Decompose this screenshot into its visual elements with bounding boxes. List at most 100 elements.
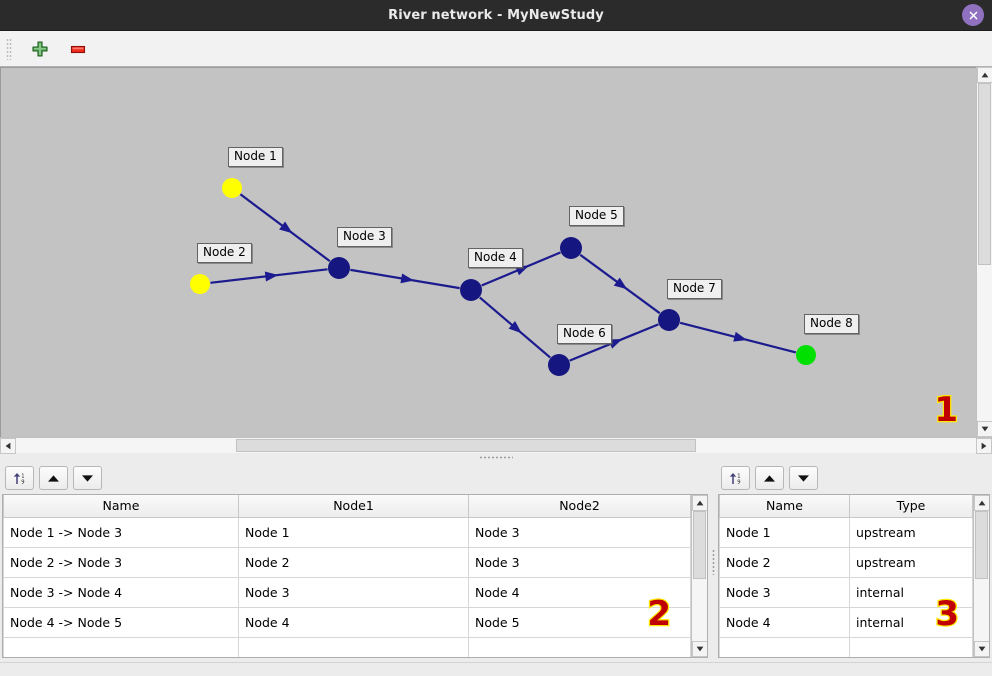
vertical-splitter[interactable] [710,462,716,662]
remove-node-button[interactable] [65,36,91,62]
node-label-node-8[interactable]: Node 8 [804,314,859,334]
nodes-sort-button[interactable]: 1 9 [721,466,750,490]
table-cell[interactable]: Node 3 [468,517,691,548]
links-move-down-button[interactable] [73,466,102,490]
table-cell[interactable]: Node 1 -> Node 3 [3,517,239,548]
node-label-node-5[interactable]: Node 5 [569,206,624,226]
table-cell[interactable] [849,637,973,657]
table-cell[interactable] [3,637,239,657]
node-label-node-3[interactable]: Node 3 [337,227,392,247]
scroll-thumb[interactable] [978,83,991,265]
table-cell[interactable]: Node 4 [719,607,850,638]
table-cell[interactable]: Node 2 [719,547,850,578]
table-cell[interactable]: Node 1 [238,517,469,548]
arrow-up-icon [764,474,775,482]
table-cell[interactable]: Node 3 [238,577,469,608]
close-window-button[interactable] [962,4,984,26]
edge-arrow-icon [613,277,628,290]
scroll-track[interactable] [974,511,989,641]
scroll-thumb[interactable] [975,511,988,579]
scroll-down-button[interactable] [692,641,707,657]
table-cell[interactable]: Node 4 [238,607,469,638]
links-column-header-1[interactable]: Node1 [238,495,469,518]
scroll-down-button[interactable] [974,641,989,657]
graph-node-node-1[interactable] [222,178,242,198]
links-table-vertical-scrollbar[interactable] [691,495,707,657]
table-cell[interactable]: upstream [849,547,973,578]
scroll-left-button[interactable] [0,438,16,454]
table-cell[interactable] [238,637,469,657]
table-row-empty[interactable] [3,637,691,657]
scroll-thumb[interactable] [693,511,706,579]
links-column-header-0[interactable]: Name [3,495,239,518]
scroll-thumb[interactable] [236,439,696,452]
table-cell[interactable]: Node 3 -> Node 4 [3,577,239,608]
nodes-move-up-button[interactable] [755,466,784,490]
graph-node-node-2[interactable] [190,274,210,294]
table-row-empty[interactable] [719,637,973,657]
graph-node-node-4[interactable] [460,279,482,301]
table-cell[interactable]: Node 3 [719,577,850,608]
graph-node-node-3[interactable] [328,257,350,279]
add-node-button[interactable] [27,36,53,62]
horizontal-splitter[interactable] [0,453,992,462]
network-diagram-canvas[interactable]: Node 1 Node 2 Node 3 Node 4 Node 5 Node 6 Node… [0,67,976,437]
scroll-down-button[interactable] [977,421,992,437]
table-cell[interactable] [468,637,691,657]
links-column-header-2[interactable]: Node2 [468,495,691,518]
triangle-left-icon [5,442,11,450]
table-cell[interactable]: Node 2 -> Node 3 [3,547,239,578]
links-sort-button[interactable]: 1 9 [5,466,34,490]
scroll-up-button[interactable] [974,495,989,511]
graph-horizontal-scrollbar[interactable] [0,437,992,454]
table-cell[interactable] [719,637,850,657]
links-move-up-button[interactable] [39,466,68,490]
table-cell[interactable]: internal [849,577,973,608]
edge-arrow-icon [264,271,279,282]
table-cell[interactable]: Node 4 [468,577,691,608]
nodes-column-header-0[interactable]: Name [719,495,850,518]
graph-vertical-scrollbar[interactable] [976,67,992,437]
scroll-up-button[interactable] [977,67,992,83]
table-cell[interactable]: Node 1 [719,517,850,548]
node-label-node-4[interactable]: Node 4 [468,248,523,268]
scroll-track[interactable] [977,83,992,421]
node-label-node-2[interactable]: Node 2 [197,243,252,263]
nodes-column-header-1[interactable]: Type [849,495,973,518]
table-cell[interactable]: Node 3 [468,547,691,578]
graph-node-node-6[interactable] [548,354,570,376]
table-cell[interactable]: internal [849,607,973,638]
graph-node-node-7[interactable] [658,309,680,331]
node-label-node-7[interactable]: Node 7 [667,279,722,299]
graph-node-node-8[interactable] [796,345,816,365]
table-cell[interactable]: Node 4 -> Node 5 [3,607,239,638]
svg-text:1: 1 [737,473,740,479]
table-cell[interactable]: Node 2 [238,547,469,578]
graph-node-node-5[interactable] [560,237,582,259]
table-cell[interactable]: Node 5 [468,607,691,638]
arrow-down-icon [798,474,809,482]
nodes-move-down-button[interactable] [789,466,818,490]
triangle-down-icon [696,646,704,652]
scroll-right-button[interactable] [976,438,992,454]
node-label-node-6[interactable]: Node 6 [557,324,612,344]
scroll-track[interactable] [692,511,707,641]
table-cell[interactable]: upstream [849,517,973,548]
scroll-track[interactable] [16,438,976,453]
scroll-up-button[interactable] [692,495,707,511]
nodes-table-vertical-scrollbar[interactable] [973,495,989,657]
node-label-node-1[interactable]: Node 1 [228,147,283,167]
graph-edges [210,193,797,362]
toolbar-drag-handle[interactable] [6,37,12,60]
